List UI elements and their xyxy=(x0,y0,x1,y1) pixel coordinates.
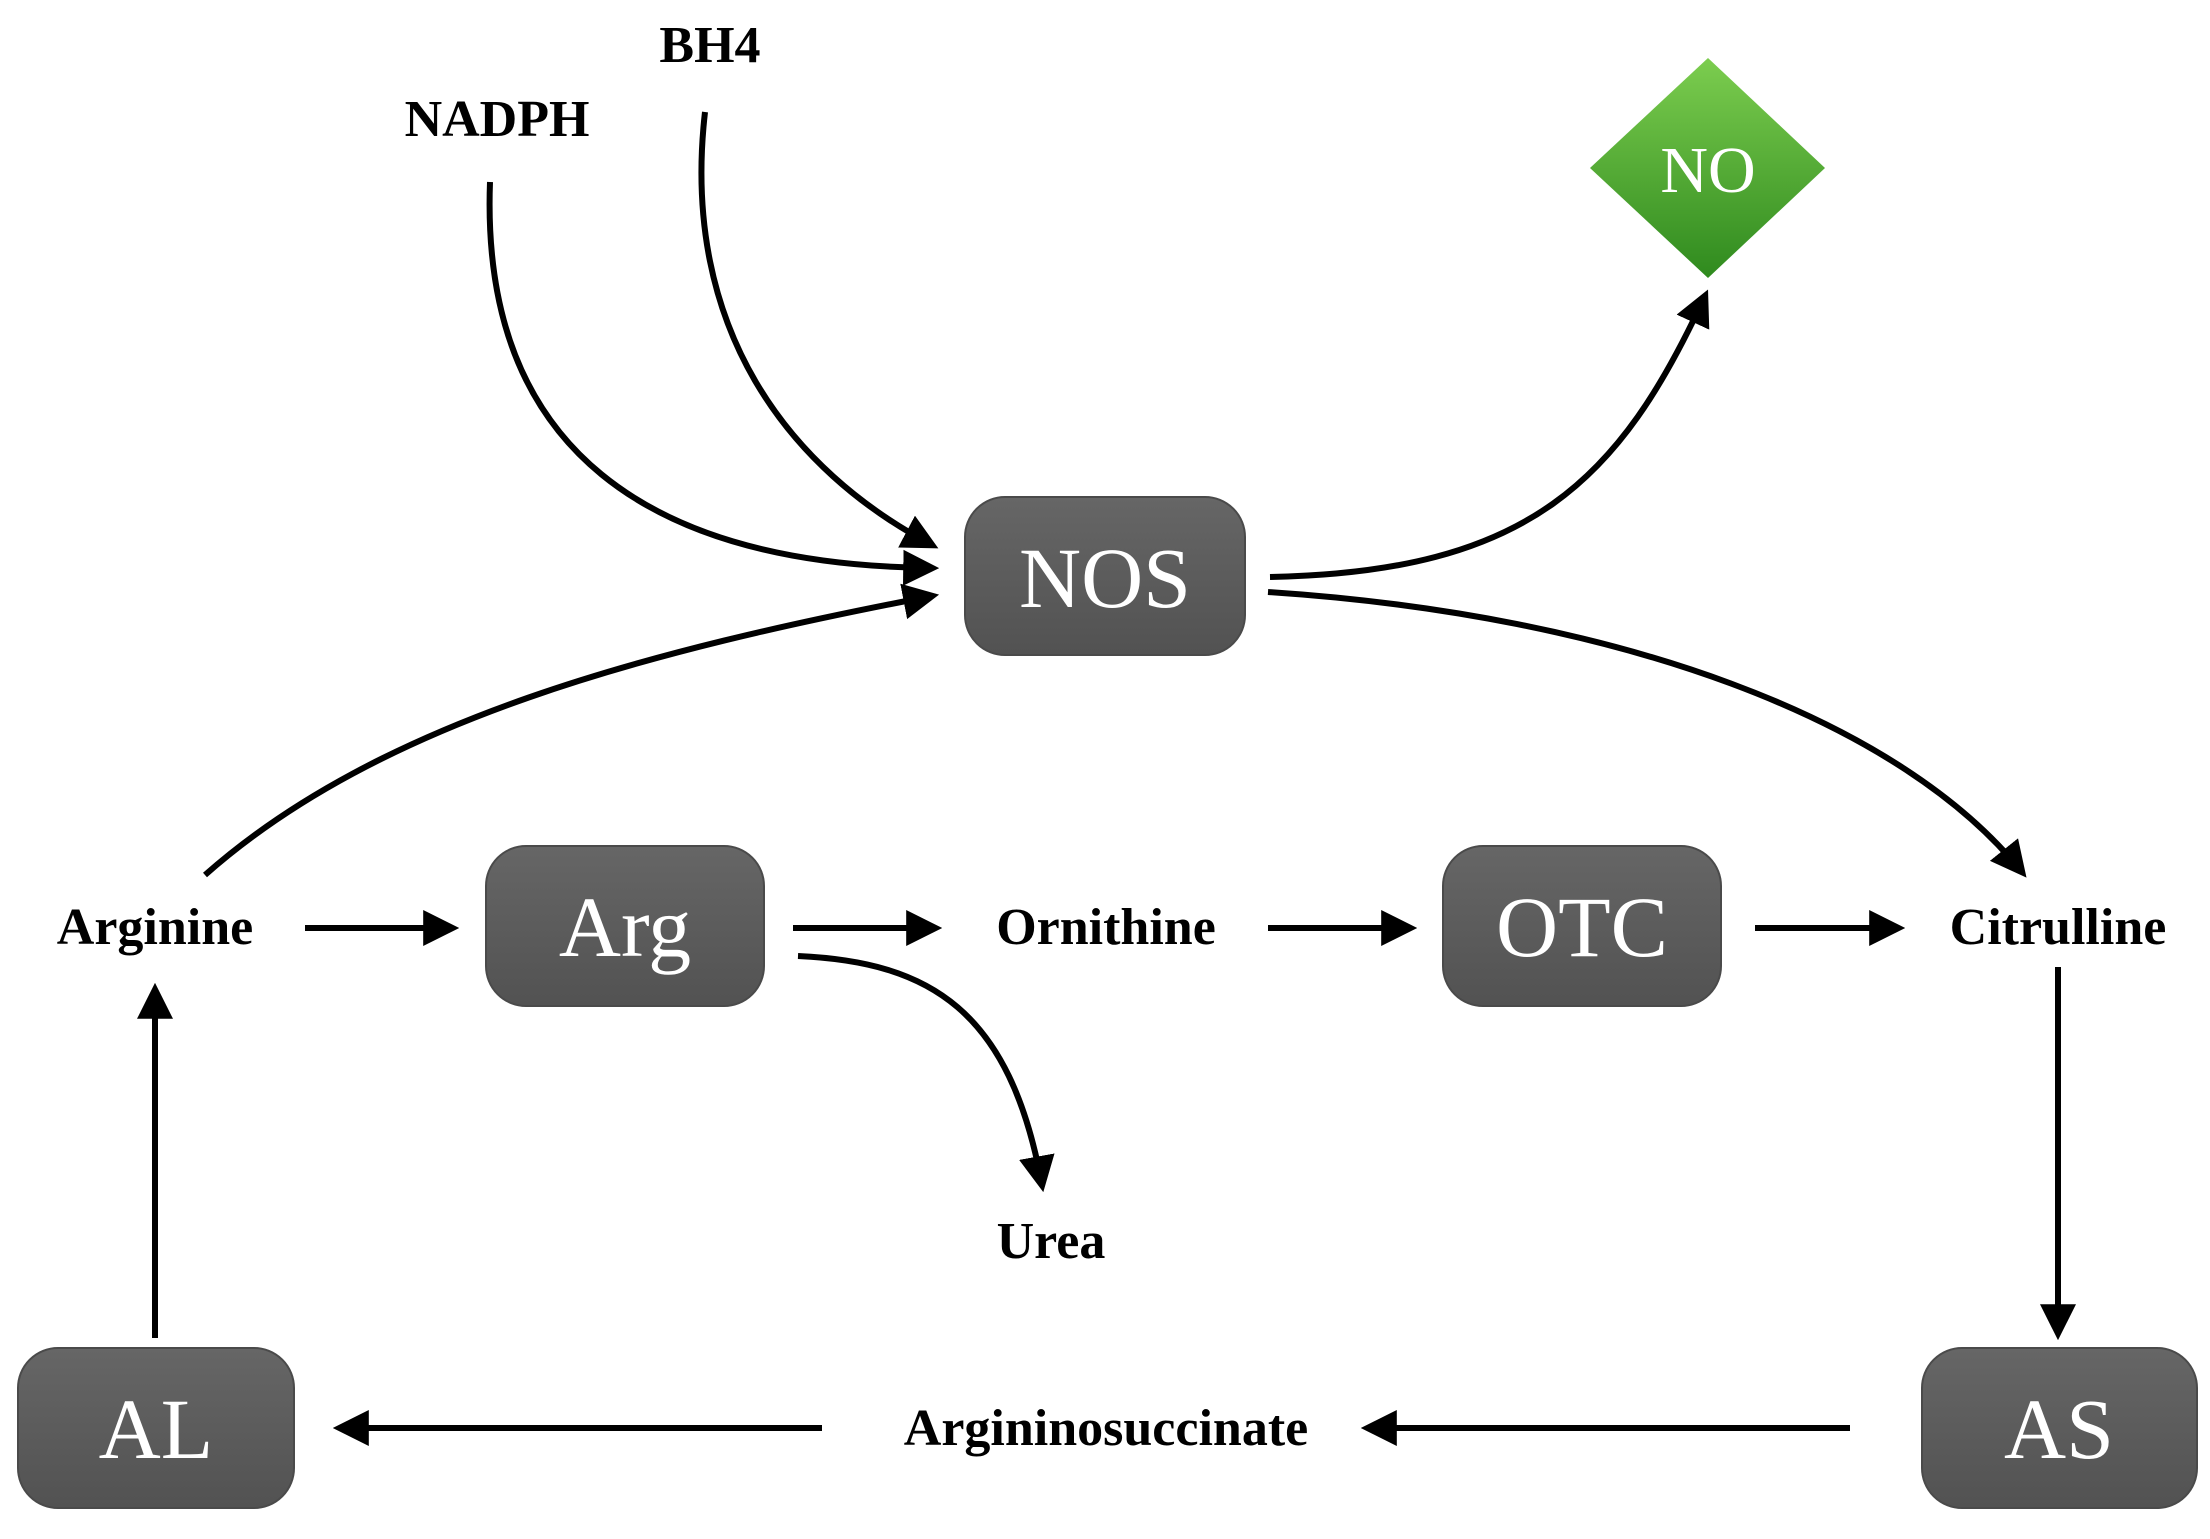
arrow-nadph-to-nos xyxy=(486,181,940,586)
metabolite-ornithine: Ornithine xyxy=(996,899,1216,956)
arrow-nos-to-citrulline xyxy=(1267,589,2027,878)
enzyme-nos: NOS xyxy=(964,496,1246,656)
product-no: NO xyxy=(1590,58,1825,278)
enzyme-arg-label: Arg xyxy=(559,879,691,975)
arrow-arg-to-urea xyxy=(797,953,1055,1193)
metabolite-urea: Urea xyxy=(997,1213,1106,1270)
metabolite-argininosuccinate: Argininosuccinate xyxy=(904,1400,1308,1457)
enzyme-nos-label: NOS xyxy=(1019,530,1191,626)
product-no-label: NO xyxy=(1660,134,1755,207)
metabolite-arginine: Arginine xyxy=(57,899,253,956)
enzyme-as-label: AS xyxy=(2004,1381,2114,1477)
metabolite-bh4: BH4 xyxy=(659,17,760,74)
metabolite-citrulline: Citrulline xyxy=(1950,899,2167,956)
arrow-nos-to-no xyxy=(1269,289,1710,580)
enzyme-otc-label: OTC xyxy=(1496,879,1668,975)
enzyme-al-label: AL xyxy=(99,1381,214,1477)
arrow-arginine-to-nos xyxy=(203,583,940,878)
enzyme-as: AS xyxy=(1921,1347,2198,1509)
metabolite-nadph: NADPH xyxy=(405,91,590,148)
enzyme-al: AL xyxy=(17,1347,295,1509)
enzyme-arg: Arg xyxy=(485,845,765,1007)
arrow-bh4-to-nos xyxy=(698,111,939,549)
enzyme-otc: OTC xyxy=(1442,845,1722,1007)
no-diamond xyxy=(1590,58,1825,278)
